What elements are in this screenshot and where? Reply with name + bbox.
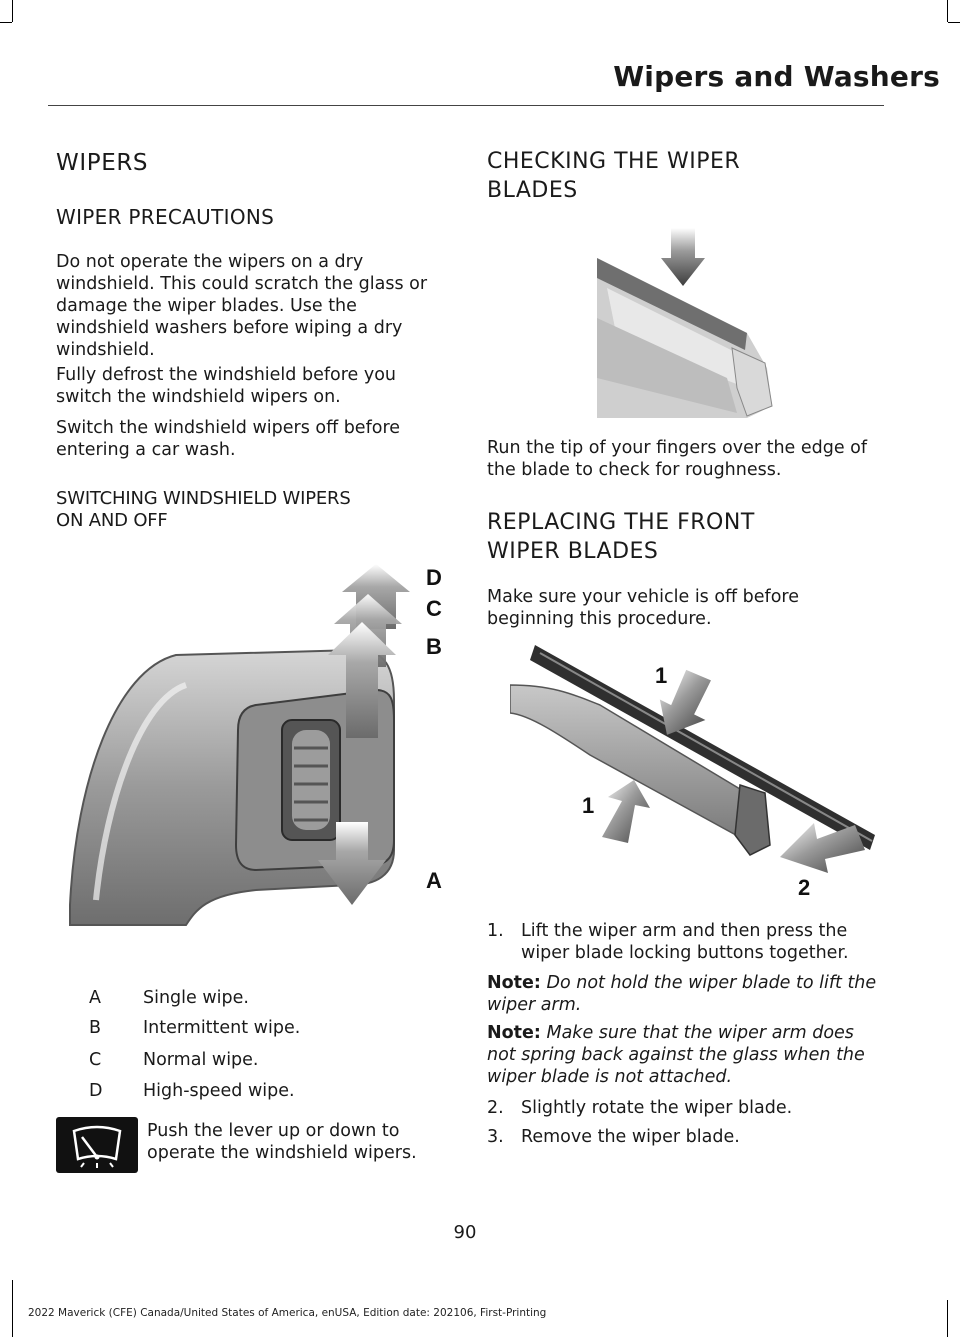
header-divider	[48, 105, 884, 106]
crop-mark	[12, 1280, 13, 1337]
icon-instruction-line: Push the lever up or down to	[147, 1121, 400, 1141]
note-text: Make sure that the wiper arm does not sp…	[487, 1023, 865, 1087]
note-label: Note:	[487, 1023, 541, 1043]
legend-key: C	[89, 1050, 102, 1070]
step-text: Lift the wiper arm and then press the wi…	[521, 921, 849, 963]
windshield-wiper-icon	[56, 1117, 138, 1173]
wiper-lever-illustration: D C B A	[69, 564, 442, 926]
list-item-step-3: 3. Remove the wiper blade.	[487, 1126, 887, 1148]
callout-c: C	[426, 596, 442, 621]
callout-2: 2	[798, 875, 810, 900]
legend-text: Intermittent wipe.	[143, 1018, 301, 1038]
heading-replacing-blades: REPLACING THE FRONT WIPER BLADES	[487, 508, 755, 566]
callout-1-bottom: 1	[582, 793, 594, 818]
step-text: Slightly rotate the wiper blade.	[521, 1098, 793, 1118]
legend-text: Single wipe.	[143, 988, 249, 1008]
heading-line: WIPER BLADES	[487, 539, 659, 564]
paragraph-vehicle-off: Make sure your vehicle is off before beg…	[487, 587, 800, 629]
heading-line: REPLACING THE FRONT	[487, 510, 755, 535]
crop-mark	[948, 22, 960, 23]
callout-a: A	[426, 868, 442, 893]
heading-line: ON AND OFF	[56, 510, 168, 531]
legend-text: High-speed wipe.	[143, 1081, 295, 1101]
page-number: 90	[453, 1222, 477, 1243]
crop-mark	[947, 1300, 948, 1337]
heading-checking-blades: CHECKING THE WIPER BLADES	[487, 147, 740, 205]
callout-d: D	[426, 565, 442, 590]
heading-line: CHECKING THE WIPER	[487, 149, 741, 174]
legend-text: Normal wipe.	[143, 1050, 259, 1070]
note-text: Do not hold the wiper blade to lift the …	[487, 973, 877, 1015]
heading-wiper-precautions: WIPER PRECAUTIONS	[56, 205, 275, 229]
icon-instruction: Push the lever up or down to operate the…	[147, 1120, 417, 1164]
legend-key: D	[89, 1081, 103, 1101]
crop-mark	[12, 0, 13, 22]
callout-b: B	[426, 634, 442, 659]
crop-mark	[947, 0, 948, 22]
paragraph-car-wash: Switch the windshield wipers off before …	[56, 418, 401, 460]
wiper-blade-removal-illustration: 1 1 2	[510, 645, 875, 900]
note-spring-back: Note: Make sure that the wiper arm does …	[487, 1022, 887, 1088]
icon-instruction-line: operate the windshield wipers.	[147, 1143, 417, 1163]
callout-1-top: 1	[655, 663, 667, 688]
edition-line: 2022 Maverick (CFE) Canada/United States…	[28, 1307, 547, 1319]
paragraph-check-roughness: Run the tip of your fingers over the edg…	[487, 438, 868, 480]
heading-line: BLADES	[487, 178, 578, 203]
heading-line: SWITCHING WINDSHIELD WIPERS	[56, 488, 351, 509]
wiper-blade-edge-illustration	[597, 228, 773, 418]
page-header-title: Wipers and Washers	[613, 60, 940, 93]
heading-switching-wipers: SWITCHING WINDSHIELD WIPERS ON AND OFF	[56, 488, 456, 532]
list-item-step-1: 1. Lift the wiper arm and then press the…	[487, 920, 887, 966]
crop-mark	[0, 22, 12, 23]
paragraph-defrost: Fully defrost the windshield before you …	[56, 365, 397, 407]
section-title-wipers: WIPERS	[56, 150, 149, 176]
step-number: 2.	[487, 1098, 504, 1118]
arrow-up-b	[328, 622, 396, 738]
paragraph-dry-windshield: Do not operate the wipers on a dry winds…	[56, 252, 428, 360]
arrow-down-a	[318, 822, 386, 905]
step-number: 3.	[487, 1127, 504, 1147]
note-label: Note:	[487, 973, 541, 993]
step-text: Remove the wiper blade.	[521, 1127, 740, 1147]
legend-key: B	[89, 1018, 102, 1038]
step-number: 1.	[487, 921, 504, 941]
note-lift-arm: Note: Do not hold the wiper blade to lif…	[487, 972, 887, 1016]
list-item-step-2: 2. Slightly rotate the wiper blade.	[487, 1097, 887, 1119]
legend-key: A	[89, 988, 101, 1008]
